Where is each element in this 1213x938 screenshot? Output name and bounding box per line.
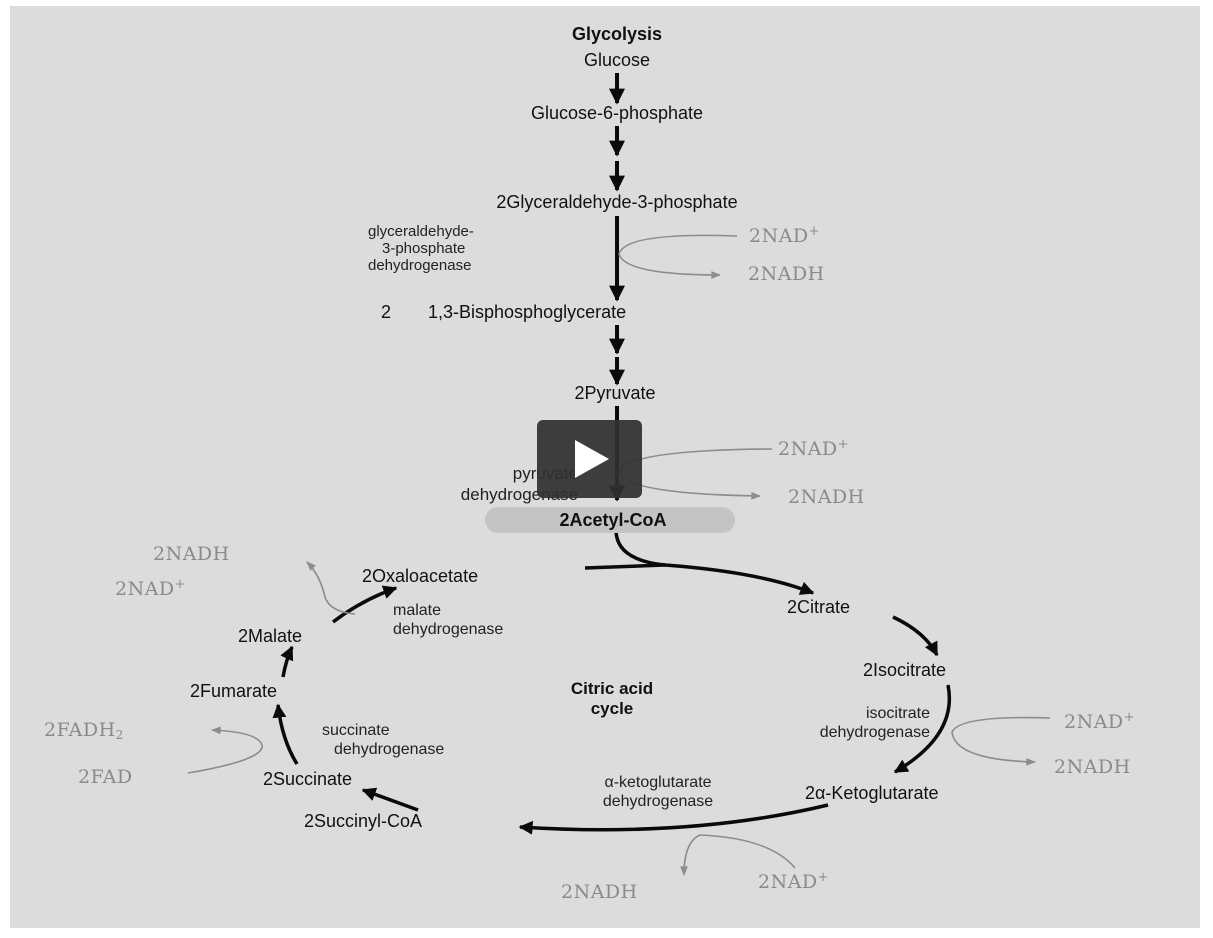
- g3p-label: 2Glyceraldehyde-3-phosphate: [496, 192, 738, 212]
- g3p-cofactor-arrow: [618, 234, 738, 279]
- malate-nadh: 2NADH: [153, 543, 230, 565]
- arrow-oxaloacetate-to-citrate: [584, 563, 666, 570]
- plus-sign: +: [174, 577, 187, 592]
- akg-nadh: 2NADH: [561, 881, 638, 903]
- isocitrate-nad: 2NAD+: [1064, 711, 1135, 732]
- play-button[interactable]: [537, 420, 642, 498]
- succinate-fadh2: 2FADH2: [44, 719, 124, 742]
- arrow-fumarate-to-malate: [280, 645, 294, 678]
- g3p-dehydrogenase-enzyme: glyceraldehyde- 3-phosphate dehydrogenas…: [368, 223, 474, 274]
- succinate-cofactor-arrow: [187, 726, 263, 774]
- cycle-arrows: [272, 529, 951, 835]
- enzyme-line: glyceraldehyde-: [368, 223, 474, 240]
- arrow-malate-to-oxaloacetate: [331, 585, 398, 624]
- cofactor-text: 2NAD: [1064, 711, 1124, 733]
- malate-dehydrogenase-enzyme: malate dehydrogenase: [393, 601, 503, 639]
- enzyme-line: isocitrate: [865, 705, 930, 722]
- cycle-title-line: cycle: [590, 699, 634, 718]
- g6p-label: Glucose-6-phosphate: [530, 103, 704, 123]
- arrow-isocitrate-to-akg: [893, 684, 951, 774]
- isocitrate-cofactor-arrow: [951, 716, 1051, 766]
- malate-nad: 2NAD+: [115, 578, 186, 599]
- enzyme-line: dehydrogenase: [368, 257, 472, 274]
- cofactor-text: 2FADH: [44, 719, 116, 741]
- plus-sign: +: [817, 870, 830, 885]
- cofactor-text: 2NAD: [758, 871, 818, 893]
- bpg-prefix: 2: [381, 302, 392, 322]
- succinate-label: 2Succinate: [263, 769, 353, 789]
- malate-cofactor-arrow: [306, 561, 356, 615]
- bpg-label: 1,3-Bisphosphoglycerate: [428, 302, 627, 322]
- plus-sign: +: [837, 437, 850, 452]
- akg-dehydrogenase-enzyme: α-ketoglutarate dehydrogenase: [538, 773, 778, 811]
- isocitrate-label: 2Isocitrate: [863, 660, 947, 680]
- arrow-acetyl-to-citrate: [614, 529, 815, 595]
- enzyme-line: dehydrogenase: [393, 621, 504, 638]
- enzyme-line: 3-phosphate: [382, 240, 466, 257]
- enzyme-line: malate: [393, 602, 442, 619]
- enzyme-line: α-ketoglutarate: [604, 774, 712, 791]
- succinyl-coa-label: 2Succinyl-CoA: [304, 811, 423, 831]
- subscript: 2: [115, 728, 124, 742]
- cofactor-text: 2NAD: [115, 578, 175, 600]
- glucose-label: Glucose: [583, 50, 651, 70]
- plus-sign: +: [808, 224, 821, 239]
- isocitrate-dehydrogenase-enzyme: isocitrate dehydrogenase: [704, 704, 930, 742]
- akg-nad: 2NAD+: [758, 871, 829, 892]
- isocitrate-nadh: 2NADH: [1054, 756, 1131, 778]
- pyruvate-cofactor-arrow: [619, 448, 773, 500]
- enzyme-line: succinate: [322, 722, 390, 739]
- arrow-akg-to-succinylcoa: [518, 803, 829, 835]
- akg-cofactor-arrow: [680, 834, 796, 876]
- pyruvate-nadh: 2NADH: [788, 486, 865, 508]
- cofactor-text: 2NAD: [749, 225, 809, 247]
- g3p-nad: 2NAD+: [749, 225, 820, 246]
- enzyme-line: dehydrogenase: [819, 724, 930, 741]
- arrow-succinate-to-fumarate: [272, 703, 299, 765]
- enzyme-line: dehydrogenase: [334, 741, 445, 758]
- pyruvate-label: 2Pyruvate: [574, 383, 656, 403]
- citrate-label: 2Citrate: [787, 597, 851, 617]
- acetyl-coa-highlight: [485, 507, 735, 533]
- g3p-nadh: 2NADH: [748, 263, 825, 285]
- plus-sign: +: [1123, 710, 1136, 725]
- cofactor-text: 2NAD: [778, 438, 838, 460]
- play-icon[interactable]: [575, 440, 609, 478]
- cycle-title: Citric acid cycle: [522, 680, 702, 717]
- oxaloacetate-label: 2Oxaloacetate: [362, 566, 479, 586]
- arrow-succinylcoa-to-succinate: [361, 787, 419, 812]
- arrow-citrate-to-isocitrate: [892, 615, 939, 657]
- acetyl-coa-label: 2Acetyl-CoA: [559, 510, 667, 530]
- glycolysis-title: Glycolysis: [571, 24, 663, 44]
- malate-label: 2Malate: [238, 626, 303, 646]
- enzyme-line: dehydrogenase: [602, 793, 714, 810]
- alpha-ketoglutarate-label: 2α-Ketoglutarate: [805, 783, 939, 803]
- cycle-title-line: Citric acid: [570, 679, 654, 698]
- fumarate-label: 2Fumarate: [190, 681, 278, 701]
- pyruvate-nad: 2NAD+: [778, 438, 849, 459]
- succinate-dehydrogenase-enzyme: succinate dehydrogenase: [322, 721, 444, 759]
- succinate-fad: 2FAD: [78, 766, 133, 788]
